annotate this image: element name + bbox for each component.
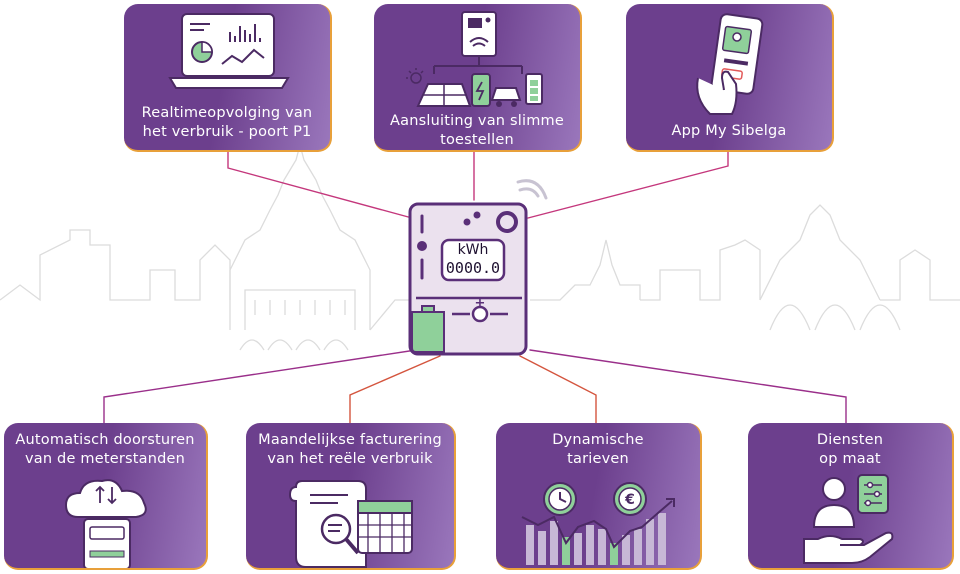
connector-bottom-4	[529, 349, 847, 424]
connector-bottom-3	[519, 355, 597, 424]
cloud-meter-icon	[64, 479, 147, 568]
card-realtime-monitoring: Realtimeopvolging van het verbruik - poo…	[124, 4, 332, 152]
connector-top-right	[527, 149, 729, 219]
card-automatic-readings: Automatisch doorsturen van de meterstand…	[4, 423, 208, 570]
card-monthly-billing: Maandelijkse facturering van het reële v…	[246, 423, 456, 570]
smart-meter: kWh 0000.0 +	[408, 202, 528, 356]
card-dynamic-tariffs: Dynamische tarieven €	[496, 423, 702, 570]
connector-bottom-2	[349, 355, 441, 424]
connector-bottom-1	[103, 349, 417, 424]
svg-text:€: €	[624, 492, 635, 508]
card-smart-devices: Aansluiting van slimme toestellen	[374, 4, 582, 152]
person-hand-settings-icon	[803, 474, 894, 564]
meter-reading: 0000.0	[445, 259, 501, 277]
card-label: Dynamische tarieven	[552, 432, 644, 467]
smart-devices-icon	[406, 11, 543, 107]
card-app-my-sibelga: App My Sibelga	[626, 4, 834, 152]
meter-plus-glyph: +	[474, 296, 486, 311]
card-label: Aansluiting van slimme toestellen	[390, 113, 564, 148]
laptop-dashboard-icon	[168, 13, 290, 89]
card-custom-services: Diensten op maat	[748, 423, 954, 570]
phone-app-icon	[696, 13, 764, 115]
card-label: Diensten op maat	[816, 432, 884, 467]
connector-top-left	[227, 149, 413, 219]
card-label: Maandelijkse facturering van het reële v…	[258, 432, 442, 467]
clock-euro-chart-icon: €	[521, 482, 675, 565]
card-label: App My Sibelga	[671, 123, 787, 139]
wireless-signal-icon	[516, 179, 548, 200]
smart-meter-icon	[408, 202, 528, 356]
invoice-calendar-icon	[288, 480, 413, 568]
card-label: Automatisch doorsturen van de meterstand…	[15, 432, 195, 467]
card-label: Realtimeopvolging van het verbruik - poo…	[141, 105, 313, 140]
meter-unit: kWh	[457, 242, 489, 258]
